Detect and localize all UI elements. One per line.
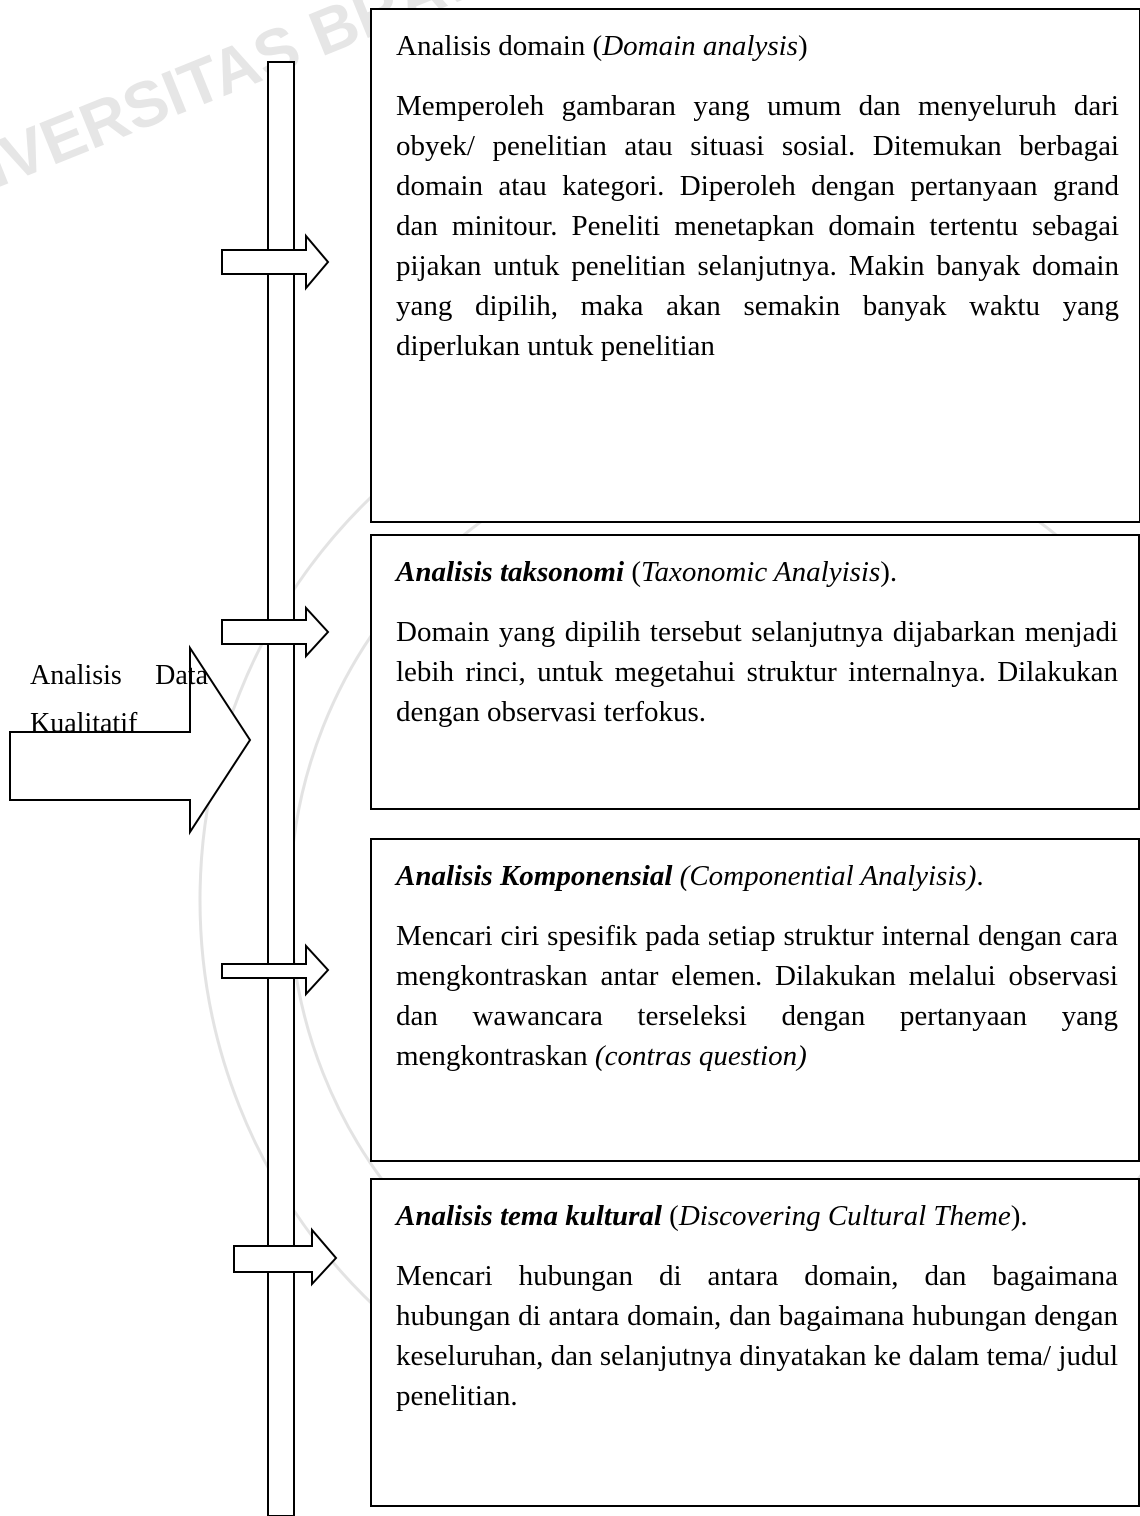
cultural-theme-analysis-title: Analisis tema kultural (Discovering Cult… — [396, 1196, 1118, 1236]
componential-analysis-title: Analisis Komponensial (Componential Anal… — [396, 856, 1118, 896]
domain-analysis-title: Analisis domain (Domain analysis) — [396, 26, 1119, 66]
arrow-to-componential-analysis — [221, 943, 330, 997]
title-italic-text: Domain analysis — [602, 30, 798, 62]
label-word-analisis: Analisis — [30, 660, 122, 691]
qualitative-data-analysis-label: Analisis Data Kualitatif — [30, 652, 230, 748]
title-end-text: . — [976, 860, 984, 892]
arrow-to-domain-analysis — [221, 233, 330, 291]
title-bold-text: Analisis tema kultural — [396, 1200, 662, 1232]
arrow-to-taxonomic-analysis — [221, 605, 330, 659]
label-line-2: Kualitatif — [30, 708, 138, 739]
arrow-to-cultural-theme-analysis — [233, 1227, 338, 1287]
componential-analysis-box: Analisis Komponensial (Componential Anal… — [370, 838, 1140, 1162]
title-end-text: ) — [797, 30, 808, 62]
timeline-bar — [267, 61, 295, 1516]
label-word-data: Data — [155, 660, 208, 691]
domain-analysis-body: Memperoleh gambaran yang umum dan menyel… — [396, 90, 1119, 362]
componential-analysis-body: Mencari ciri spesifik pada setiap strukt… — [396, 916, 1118, 1076]
domain-analysis-box: Analisis domain (Domain analysis) Memper… — [370, 8, 1140, 523]
title-bold-text: Analisis Komponensial — [396, 860, 673, 892]
title-mid-text — [672, 860, 679, 892]
cultural-theme-analysis-box: Analisis tema kultural (Discovering Cult… — [370, 1178, 1140, 1507]
title-italic-text: (Componential Analyisis) — [679, 860, 977, 892]
title-italic-text: Discovering Cultural Theme — [678, 1200, 1011, 1232]
title-mid-text: ( — [661, 1200, 679, 1232]
title-italic-text: Taxonomic Analyisis — [640, 556, 881, 588]
taxonomic-analysis-box: Analisis taksonomi (Taxonomic Analyisis)… — [370, 534, 1140, 810]
cultural-theme-analysis-body: Mencari hubungan di antara domain, dan b… — [396, 1260, 1118, 1412]
title-text: Analisis domain ( — [396, 30, 603, 62]
title-end-text: ). — [880, 556, 898, 588]
body-italic-text: (contras question) — [594, 1040, 807, 1072]
title-bold-text: Analisis taksonomi — [396, 556, 625, 588]
label-line-1: Analisis Data — [30, 652, 208, 700]
taxonomic-analysis-body: Domain yang dipilih tersebut selanjutnya… — [396, 616, 1118, 728]
body-text: Mencari ciri spesifik pada setiap strukt… — [396, 920, 1118, 1072]
title-end-text: ). — [1010, 1200, 1028, 1232]
title-mid-text: ( — [624, 556, 641, 588]
main-input-arrow — [9, 644, 252, 836]
taxonomic-analysis-title: Analisis taksonomi (Taxonomic Analyisis)… — [396, 552, 1118, 592]
